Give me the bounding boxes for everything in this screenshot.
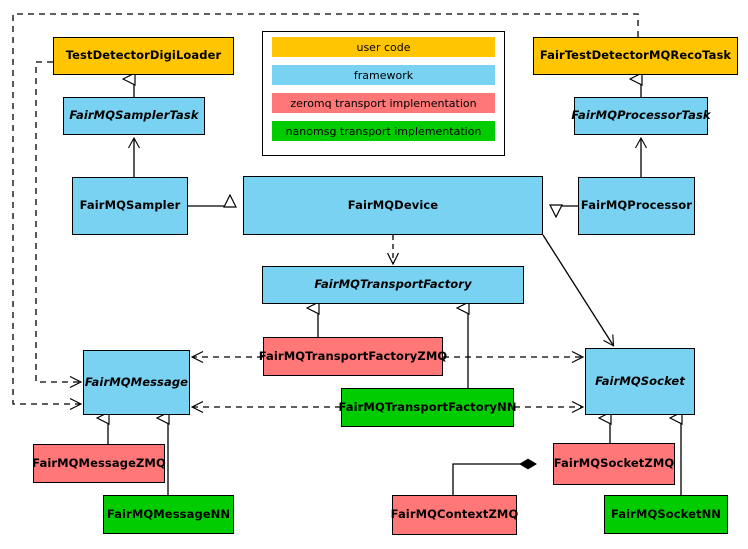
class-label-fairmqmessagezmq: FairMQMessageZMQ (32, 455, 166, 470)
class-box-fairmqsocketnn[interactable]: FairMQSocketNN (604, 495, 728, 534)
class-label-fairmqdevice: FairMQDevice (347, 197, 439, 212)
class-label-fairmqsamplertask: FairMQSamplerTask (69, 108, 199, 123)
class-label-fairmqsampler: FairMQSampler (79, 198, 181, 213)
class-box-fairmqsampler[interactable]: FairMQSampler (72, 177, 188, 235)
class-label-fairmqsocketzmq: FairMQSocketZMQ (553, 456, 675, 471)
class-label-fairmqmessagenn: FairMQMessageNN (106, 506, 231, 521)
class-label-fairmqcontextzmq: FairMQContextZMQ (390, 507, 519, 522)
class-label-fairmqmessage: FairMQMessage (84, 374, 189, 389)
class-box-fairmqprocessortask[interactable]: FairMQProcessorTask (571, 97, 711, 135)
legend-label-user-code: user code (356, 40, 411, 54)
edge-contextzmq-socketzmq (452, 458, 537, 495)
edge-digiloader-message (35, 61, 80, 382)
legend: user code framework zeromq transport imp… (262, 31, 505, 156)
class-label-fairmqsocketnn: FairMQSocketNN (610, 506, 722, 521)
class-box-fairmqtransportfactoryzmq[interactable]: FairMQTransportFactoryZMQ (259, 337, 447, 376)
edge-device-socket (542, 234, 613, 345)
class-label-fairmqprocessor: FairMQProcessor (580, 198, 693, 213)
class-box-fairmqmessagenn[interactable]: FairMQMessageNN (103, 495, 234, 534)
legend-row-framework: framework (272, 65, 495, 85)
class-box-fairmqsamplertask[interactable]: FairMQSamplerTask (63, 97, 205, 135)
class-box-fairmqsocket[interactable]: FairMQSocket (585, 348, 695, 415)
class-label-fairmqsocket: FairMQSocket (595, 373, 685, 388)
legend-row-nanomsg: nanomsg transport implementation (272, 121, 495, 141)
class-box-fairtestdetectormqrecotask[interactable]: FairTestDetectorMQRecoTask (533, 37, 738, 75)
class-box-fairmqtransportfactorynn[interactable]: FairMQTransportFactoryNN (338, 388, 517, 427)
class-label-fairtestdetectormqrecotask: FairTestDetectorMQRecoTask (539, 48, 732, 63)
class-box-fairmqdevice[interactable]: FairMQDevice (243, 176, 543, 235)
legend-label-zeromq: zeromq transport implementation (290, 96, 477, 110)
class-box-fairmqsocketzmq[interactable]: FairMQSocketZMQ (553, 443, 675, 485)
legend-row-zeromq: zeromq transport implementation (272, 93, 495, 113)
class-box-fairmqcontextzmq[interactable]: FairMQContextZMQ (390, 495, 519, 535)
class-label-testdetectordigiloader: TestDetectorDigiLoader (65, 48, 222, 63)
class-label-fairmqtransportfactory: FairMQTransportFactory (314, 277, 472, 292)
class-label-fairmqprocessortask: FairMQProcessorTask (571, 108, 711, 123)
class-box-fairmqmessagezmq[interactable]: FairMQMessageZMQ (32, 444, 166, 483)
class-box-testdetectordigiloader[interactable]: TestDetectorDigiLoader (53, 37, 234, 75)
class-label-fairmqtransportfactorynn: FairMQTransportFactoryNN (338, 399, 517, 414)
edge-recotask-message (12, 13, 639, 404)
class-box-fairmqprocessor[interactable]: FairMQProcessor (578, 177, 695, 235)
legend-label-nanomsg: nanomsg transport implementation (285, 124, 482, 138)
legend-row-user-code: user code (272, 37, 495, 57)
legend-label-framework: framework (353, 68, 414, 82)
class-box-fairmqtransportfactory[interactable]: FairMQTransportFactory (262, 266, 524, 304)
class-box-fairmqmessage[interactable]: FairMQMessage (83, 350, 190, 415)
class-label-fairmqtransportfactoryzmq: FairMQTransportFactoryZMQ (258, 348, 448, 363)
